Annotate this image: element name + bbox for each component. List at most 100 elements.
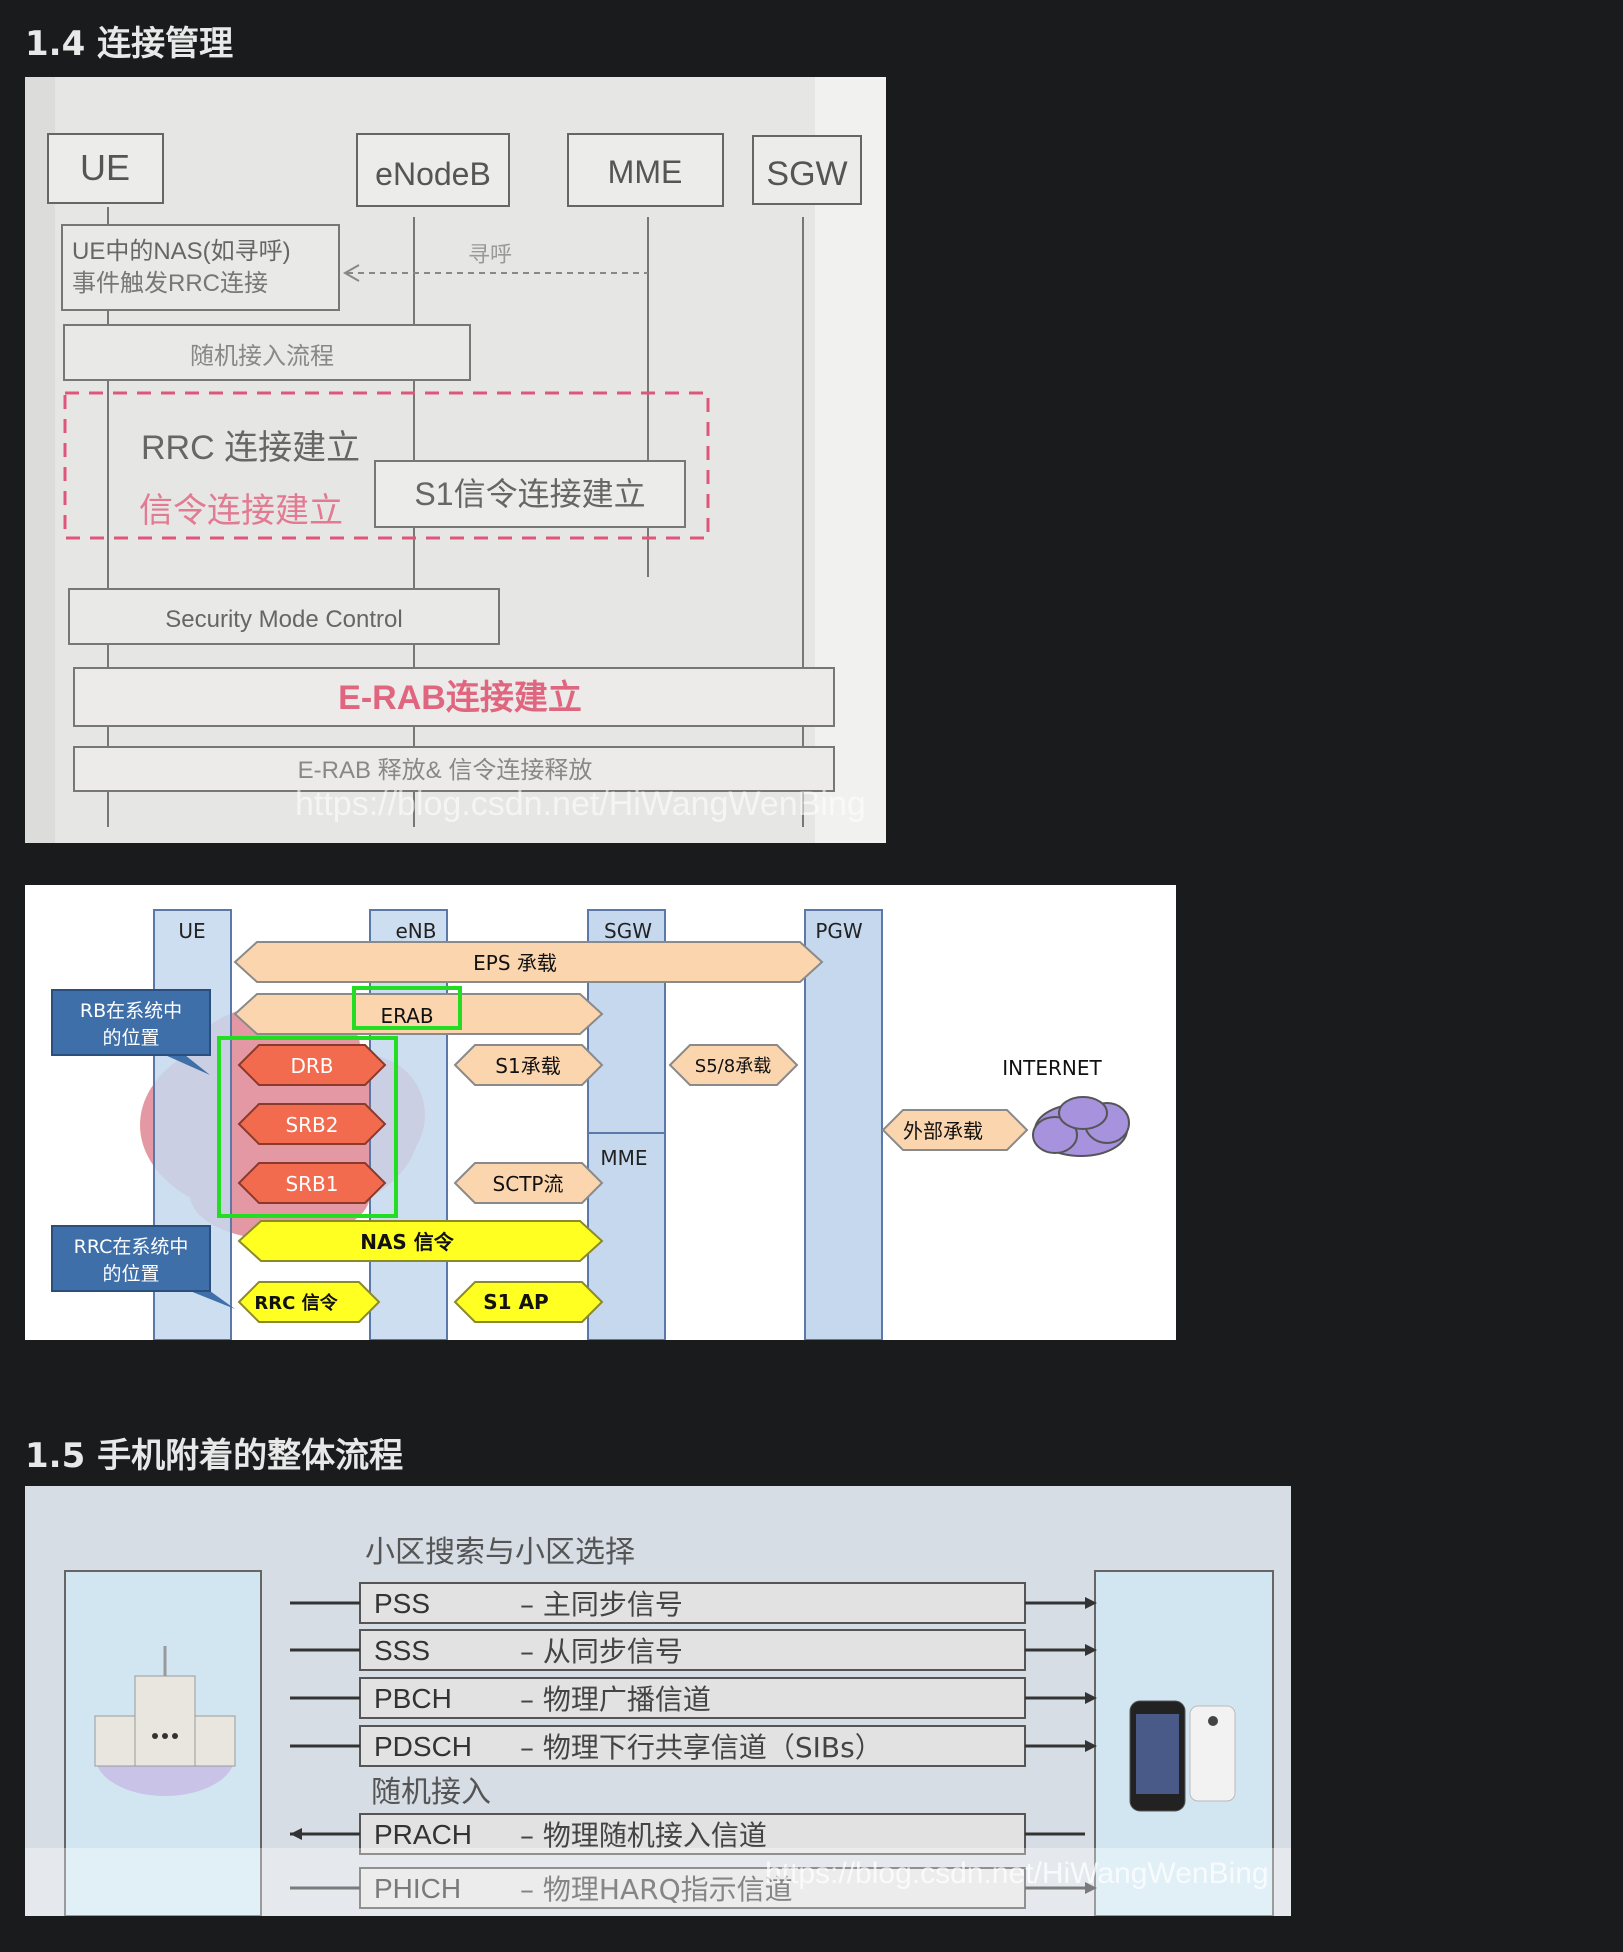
sctp-label: SCTP流 [493,1172,564,1196]
sctp-arrow: SCTP流 [453,1162,604,1204]
connection-management-figure: UE eNodeB MME SGW UE中的NAS(如寻呼) 事件触发RRC连接… [25,77,886,843]
ue-node: UE [47,133,164,204]
srb1-label: SRB1 [285,1172,338,1196]
cell-search-label: 小区搜索与小区选择 [365,1535,635,1570]
arrow-right-icon [1085,1692,1097,1704]
enb-column-label: eNB [396,919,437,943]
external-bearer-arrow: 外部承载 [881,1109,1029,1151]
mme-column-label: MME [600,1146,647,1170]
mme-column: MME [587,1132,666,1340]
arrow-right-icon [1085,1740,1097,1752]
s1-setup-box: S1信令连接建立 [374,460,686,528]
erab-highlight [352,986,462,1030]
eps-bearer-label: EPS 承载 [473,951,557,975]
s1ap-label: S1 AP [483,1290,548,1314]
rrc-callout-line1: RRC在系统中 [74,1236,189,1258]
enb-node: eNodeB [356,133,510,207]
mme-node: MME [567,133,724,207]
bearer-architecture-figure: UE eNB SGW MME PGW EPS 承载 ERAB [25,885,1176,1340]
random-access-box: 随机接入流程 [63,324,471,381]
s58-bearer-arrow: S5/8承载 [668,1044,799,1086]
erab-setup-label: E-RAB连接建立 [338,679,582,717]
nas-trigger-line2: 事件触发RRC连接 [72,270,268,297]
eps-bearer-arrow: EPS 承载 [233,941,824,983]
srb2-arrow: SRB2 [237,1103,387,1145]
s1-bearer-arrow: S1承载 [453,1044,604,1086]
arrow-right-icon [1085,1597,1097,1609]
security-mode-label: Security Mode Control [165,606,402,633]
section-heading-1-4: 1.4 连接管理 [25,24,234,64]
section-heading-1-5: 1.5 手机附着的整体流程 [25,1436,404,1476]
radio-bearer-highlight [217,1036,398,1218]
rrc-signaling-arrow: RRC 信令 [237,1281,381,1323]
attach-procedure-figure: 小区搜索与小区选择 随机接入 PSS – 主同步信号 SSS – 从同步信号 PBCH –… [25,1486,1291,1916]
ue-column-label: UE [178,919,205,943]
rb-position-callout: RB在系统中 的位置 [51,989,211,1075]
channel-abbr: PBCH [374,1683,452,1714]
s58-bearer-label: S5/8承载 [695,1056,771,1077]
watermark: https://blog.csdn.net/HiWangWenBing [765,1857,1269,1890]
drb-arrow: DRB [237,1044,387,1086]
channel-abbr: PHICH [374,1873,461,1904]
rb-callout-line2: 的位置 [102,1027,159,1049]
security-mode-box: Security Mode Control [68,588,500,645]
channel-row-prach: PRACH – 物理随机接入信道 [290,1813,1085,1855]
channel-row-pdsch: PDSCH – 物理下行共享信道（SIBs） [290,1725,1097,1767]
pgw-column-label: PGW [815,919,863,943]
erab-label: ERAB [380,1004,433,1028]
channel-abbr: PDSCH [374,1731,472,1762]
internet-label: INTERNET [1002,1056,1102,1080]
pgw-column: PGW [804,909,883,1340]
s1ap-arrow: S1 AP [453,1281,604,1323]
watermark: https://blog.csdn.net/HiWangWenBing [295,785,866,823]
srb2-label: SRB2 [285,1113,338,1137]
paging-label: 寻呼 [468,242,512,267]
nas-trigger-box: UE中的NAS(如寻呼) 事件触发RRC连接 [61,224,340,311]
channel-row-sss: SSS – 从同步信号 [290,1629,1097,1671]
sgw-column-label: SGW [604,919,652,943]
mme-node-label: MME [608,154,683,190]
ue-node-label: UE [80,147,130,188]
rb-callout-line1: RB在系统中 [80,1000,182,1022]
channel-row-phich: PHICH – 物理HARQ指示信道 [290,1867,1097,1909]
external-bearer-label: 外部承载 [903,1119,983,1143]
nas-signaling-label: NAS 信令 [360,1230,455,1254]
base-station-icon [94,1646,236,1796]
signaling-setup-region [63,391,710,540]
s1-bearer-label: S1承载 [495,1054,560,1078]
channel-abbr: PRACH [374,1819,472,1850]
erab-arrow: ERAB [233,986,604,1035]
channel-desc: – 物理广播信道 [520,1683,711,1716]
enb-node-label: eNodeB [375,156,491,192]
arrow-right-icon [1085,1644,1097,1656]
sgw-node: SGW [752,135,862,205]
channel-desc: – 物理HARQ指示信道 [520,1873,793,1906]
signaling-setup-label: 信令连接建立 [139,492,343,530]
channel-row-pss: PSS – 主同步信号 [290,1582,1097,1624]
random-access-label: 随机接入 [371,1775,491,1810]
drb-label: DRB [290,1054,333,1078]
arrow-left-icon [290,1828,302,1840]
rrc-position-callout: RRC在系统中 的位置 [51,1225,235,1309]
sgw-node-label: SGW [766,155,847,193]
rrc-signaling-label: RRC 信令 [254,1292,338,1314]
arrow-right-icon [1085,1882,1097,1894]
channel-desc: – 物理随机接入信道 [520,1819,767,1852]
erab-release-label: E-RAB 释放& 信令连接释放 [298,757,593,784]
channel-desc: – 主同步信号 [520,1588,683,1621]
channel-abbr: SSS [374,1635,430,1666]
s1-setup-label: S1信令连接建立 [414,476,645,512]
srb1-arrow: SRB1 [237,1162,387,1204]
nas-signaling-arrow: NAS 信令 [237,1220,604,1262]
channel-abbr: PSS [374,1588,430,1619]
random-access-label: 随机接入流程 [190,343,334,370]
erab-release-box: E-RAB 释放& 信令连接释放 [73,746,835,792]
phone-icon [1129,1700,1236,1812]
rrc-callout-line2: 的位置 [102,1263,159,1285]
channel-desc: – 物理下行共享信道（SIBs） [520,1731,883,1764]
base-station-panel [64,1570,262,1916]
channel-desc: – 从同步信号 [520,1635,683,1668]
channel-row-pbch: PBCH – 物理广播信道 [290,1677,1097,1719]
phone-panel [1094,1570,1274,1916]
rrc-setup-label: RRC 连接建立 [141,429,360,467]
